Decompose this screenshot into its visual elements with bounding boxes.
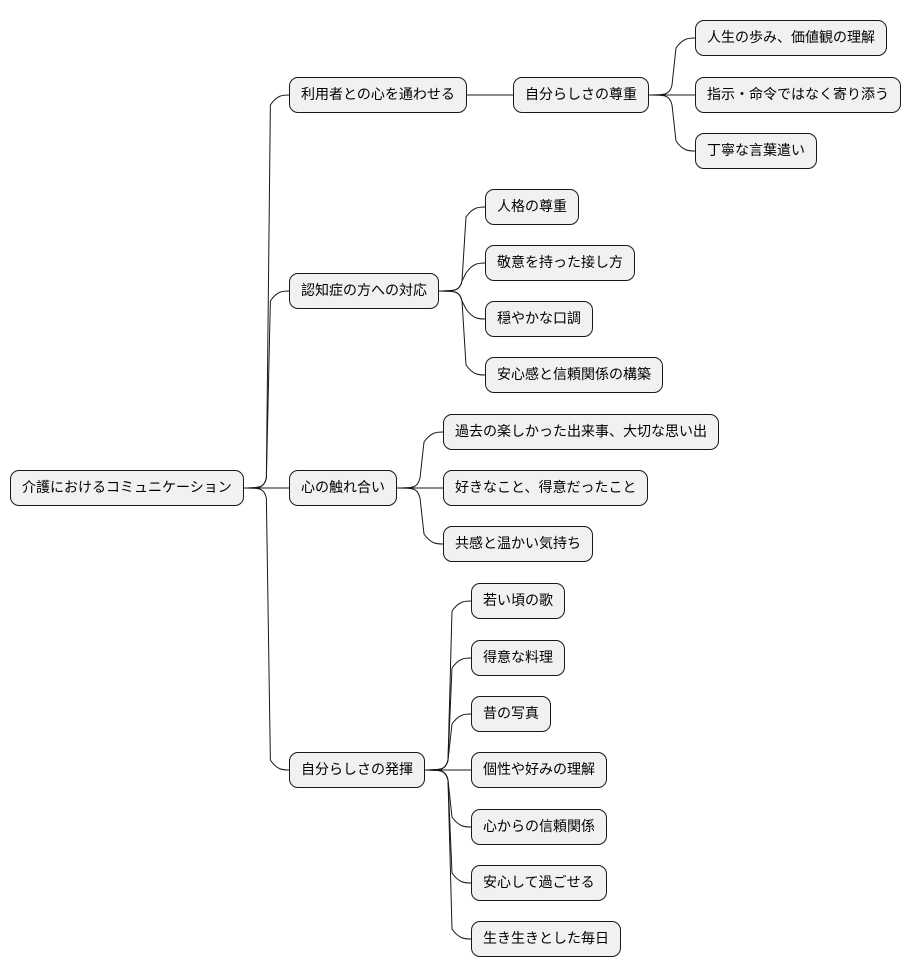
- connector-line: [648, 94, 696, 152]
- mindmap-leaf-node: 個性や好みの理解: [471, 752, 607, 788]
- mindmap-leaf-node: 安心して過ごせる: [471, 865, 607, 901]
- mindmap-leaf-node: 指示・命令ではなく寄り添う: [695, 77, 901, 113]
- connector-line: [243, 487, 290, 771]
- connector-line: [396, 487, 444, 545]
- mindmap-leaf-node: 丁寧な言葉遣い: [695, 133, 817, 169]
- mindmap-leaf-node: 穏やかな口調: [485, 301, 593, 337]
- mindmap-leaf-node: 共感と温かい気持ち: [443, 526, 593, 562]
- mindmap-leaf-node: 心からの信頼関係: [471, 809, 607, 845]
- mindmap-leaf-node: 生き生きとした毎日: [471, 921, 621, 957]
- mindmap-branch-node: 心の触れ合い: [289, 470, 397, 506]
- connector-line: [243, 290, 290, 489]
- mindmap-leaf-node: 若い頃の歌: [471, 583, 565, 619]
- mindmap-leaf-node: 人生の歩み、価値観の理解: [695, 20, 887, 56]
- mindmap-branch-node: 利用者との心を通わせる: [289, 77, 467, 113]
- mindmap-branch-node: 自分らしさの尊重: [513, 77, 649, 113]
- mindmap-branch-node: 自分らしさの発揮: [289, 752, 425, 788]
- mindmap-leaf-node: 敬意を持った接し方: [485, 245, 635, 281]
- connector-line: [424, 600, 472, 771]
- mindmap-leaf-node: 人格の尊重: [485, 189, 579, 225]
- connector-line: [424, 769, 472, 940]
- connector-line: [424, 657, 472, 771]
- connector-line: [396, 431, 444, 489]
- connector-line: [438, 290, 486, 376]
- connector-line: [438, 262, 486, 292]
- mindmap-leaf-node: 好きなこと、得意だったこと: [443, 470, 649, 506]
- mindmap-leaf-node: 過去の楽しかった出来事、大切な思い出: [443, 414, 719, 450]
- mindmap-branch-node: 認知症の方への対応: [289, 273, 439, 309]
- mindmap-leaf-node: 得意な料理: [471, 640, 565, 676]
- mindmap-leaf-node: 昔の写真: [471, 696, 551, 732]
- mindmap-root-node: 介護におけるコミュニケーション: [10, 470, 244, 506]
- connector-line: [648, 37, 696, 96]
- connector-line: [438, 206, 486, 292]
- mindmap-leaf-node: 安心感と信頼関係の構築: [485, 357, 663, 393]
